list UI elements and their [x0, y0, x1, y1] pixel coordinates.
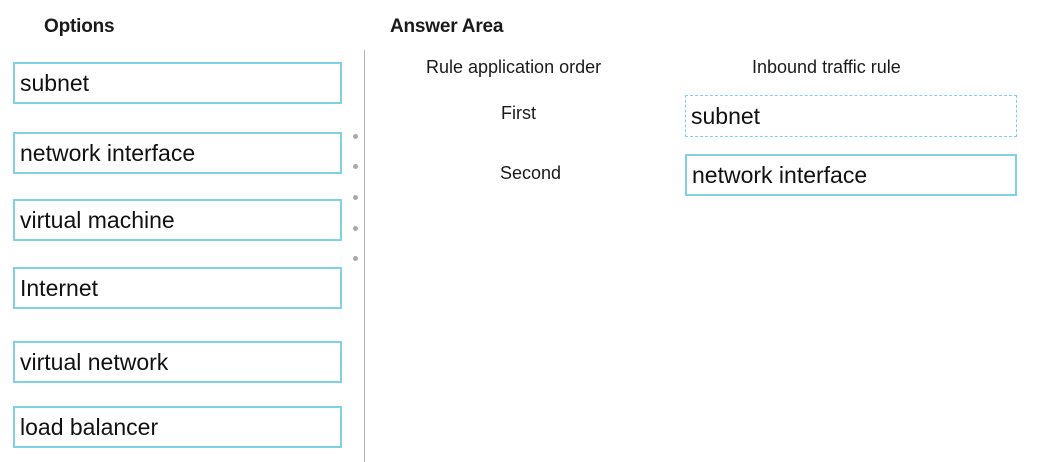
resize-handle-dot[interactable] [353, 134, 358, 139]
resize-handle-dot[interactable] [353, 256, 358, 261]
option-subnet[interactable]: subnet [13, 62, 342, 104]
option-internet[interactable]: Internet [13, 267, 342, 309]
resize-handle-dot[interactable] [353, 195, 358, 200]
option-label: load balancer [20, 413, 159, 440]
option-label: subnet [20, 69, 90, 96]
panel-divider [364, 50, 365, 462]
answer-area-heading: Answer Area [390, 16, 504, 37]
option-load-balancer[interactable]: load balancer [13, 406, 342, 448]
column-header-inbound-rule: Inbound traffic rule [752, 57, 901, 77]
resize-handle-dot[interactable] [353, 226, 358, 231]
row-label-first: First [501, 103, 536, 123]
option-label: virtual network [20, 348, 169, 375]
answer-slot-second[interactable]: network interface [685, 154, 1017, 196]
answer-slot-label: network interface [692, 161, 868, 188]
answer-slot-label: subnet [691, 102, 761, 129]
resize-handle-dot[interactable] [353, 164, 358, 169]
options-heading: Options [44, 16, 115, 37]
answer-slot-first[interactable]: subnet [685, 95, 1017, 137]
option-network-interface[interactable]: network interface [13, 132, 342, 174]
option-label: network interface [20, 139, 196, 166]
row-label-second: Second [500, 163, 562, 183]
option-label: Internet [20, 274, 98, 301]
column-header-rule-order: Rule application order [426, 57, 602, 77]
option-virtual-network[interactable]: virtual network [13, 341, 342, 383]
option-label: virtual machine [20, 206, 175, 233]
option-virtual-machine[interactable]: virtual machine [13, 199, 342, 241]
